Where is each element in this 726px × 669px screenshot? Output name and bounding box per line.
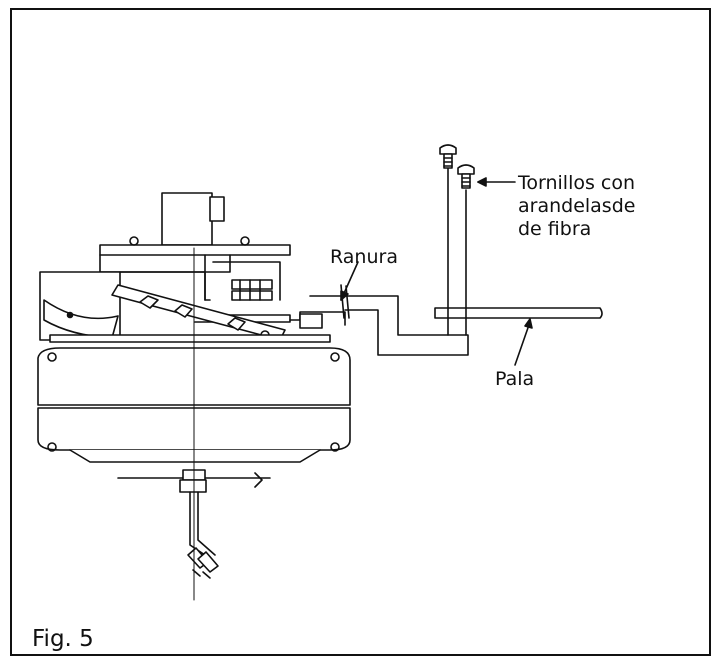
figure-frame	[10, 8, 711, 656]
blade-label: Pala	[495, 368, 535, 390]
screws-label-line1: Tornillos con	[518, 172, 636, 194]
screw-1	[439, 144, 457, 169]
motor-upper-body	[39, 271, 291, 341]
screw-2	[457, 164, 475, 189]
lower-shaft-wires	[117, 469, 271, 579]
slot-label: Ranura	[330, 246, 398, 268]
slot-bracket	[289, 284, 469, 356]
leader-arrows	[340, 177, 533, 366]
switch-housing	[99, 192, 291, 301]
screws-label-line3: de fibra	[518, 218, 592, 240]
blade-arm	[434, 159, 603, 336]
wire-connectors	[231, 279, 273, 301]
screws-label-line2: arandelasde	[518, 195, 636, 217]
figure-caption: Fig. 5	[32, 626, 94, 652]
